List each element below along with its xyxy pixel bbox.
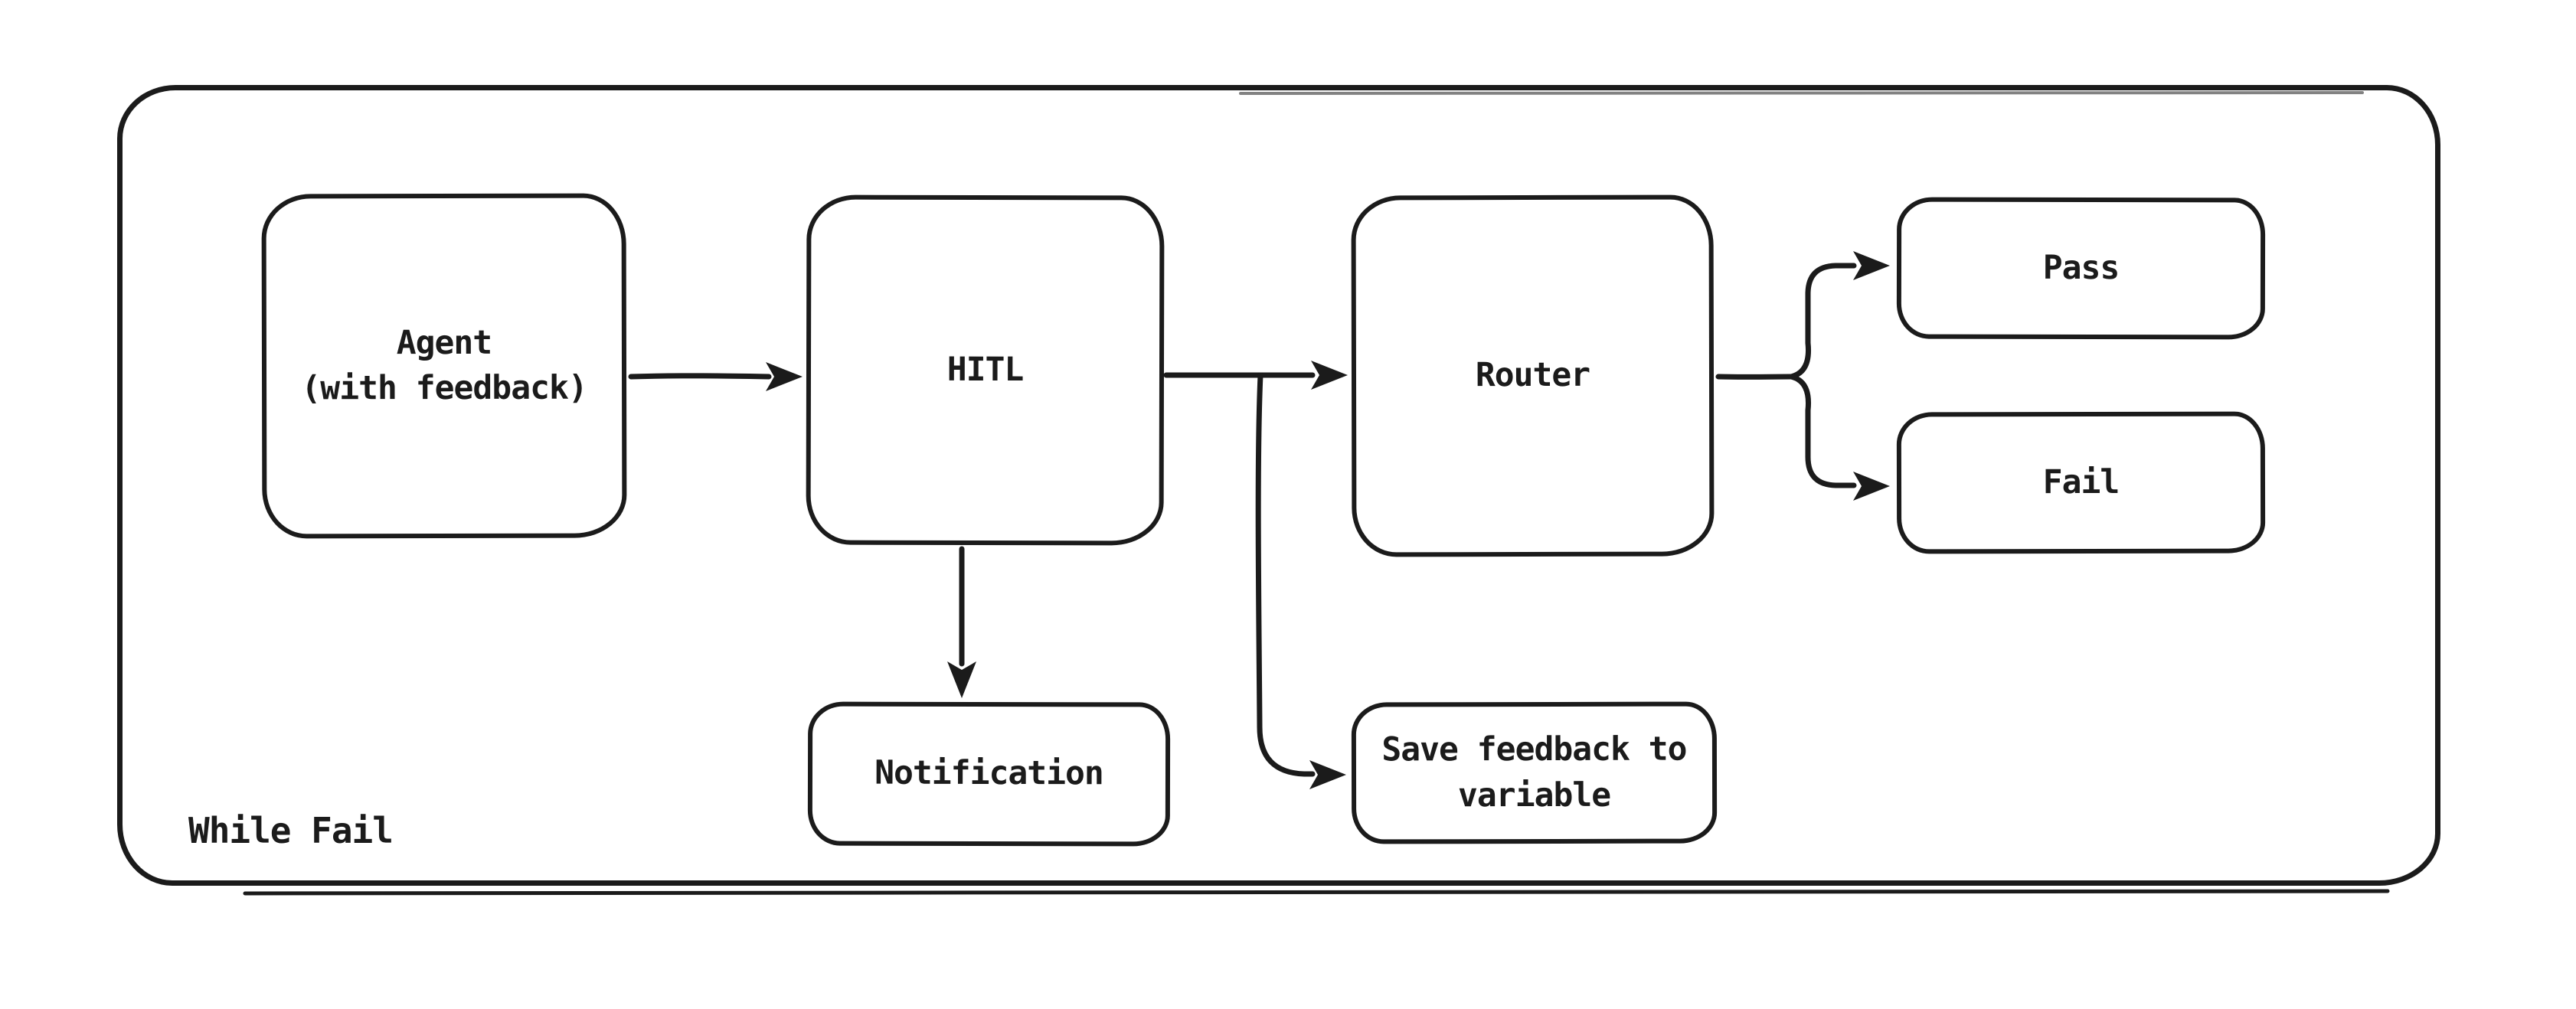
while-fail-label: While Fail <box>188 810 394 851</box>
node-agent[interactable]: Agent (with feedback) <box>261 193 627 539</box>
node-fail-label: Fail <box>2042 462 2120 501</box>
container-redraw-bottom-stroke <box>243 889 2390 896</box>
node-router-label: Router <box>1475 356 1590 395</box>
node-notification[interactable]: Notification <box>807 701 1171 847</box>
node-agent-label: Agent (with feedback) <box>301 323 587 408</box>
while-fail-loop-container[interactable] <box>117 85 2440 886</box>
node-hitl[interactable]: HITL <box>806 194 1165 546</box>
node-pass[interactable]: Pass <box>1896 197 2266 340</box>
node-save-feedback[interactable]: Save feedback to variable <box>1351 701 1718 844</box>
node-pass-label: Pass <box>2042 248 2120 287</box>
node-hitl-label: HITL <box>946 350 1024 389</box>
node-notification-label: Notification <box>874 754 1103 793</box>
node-router[interactable]: Router <box>1351 194 1715 557</box>
node-save-feedback-label: Save feedback to variable <box>1381 730 1687 815</box>
node-fail[interactable]: Fail <box>1896 411 2266 554</box>
